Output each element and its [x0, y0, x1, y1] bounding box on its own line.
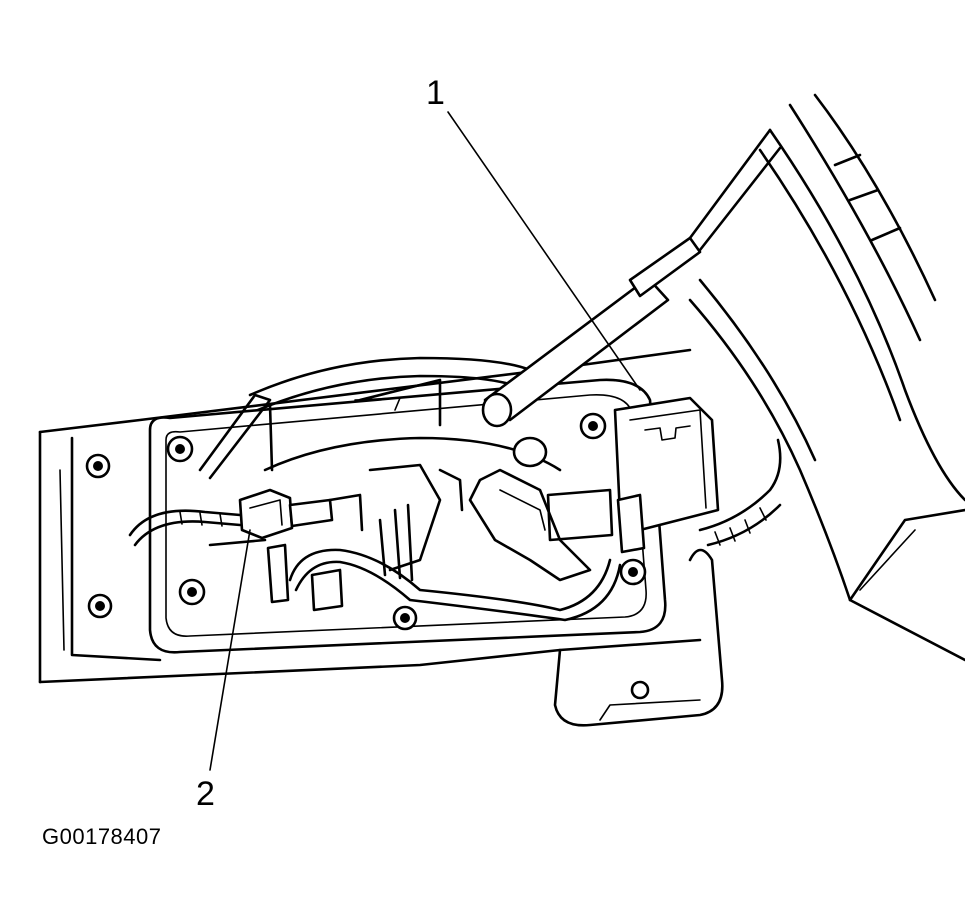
shift-mechanism — [368, 463, 614, 582]
bolt-icon — [166, 435, 194, 463]
wiring-harness-left — [128, 509, 622, 622]
shift-interlock-solenoid — [613, 396, 720, 554]
leader-line-2 — [209, 529, 251, 771]
leader-line-1 — [447, 111, 641, 391]
console-base-plate — [38, 348, 702, 684]
callout-label-1: 1 — [426, 74, 445, 112]
bolt-group — [85, 412, 647, 631]
bolt-icon — [178, 578, 206, 606]
wiring-harness-right — [698, 438, 782, 547]
bolt-icon — [85, 453, 111, 479]
mounting-bracket — [553, 548, 724, 727]
figure-id: G00178407 — [42, 824, 162, 849]
position-switch-connector — [208, 488, 364, 612]
shift-lever — [481, 128, 782, 468]
bolt-icon — [392, 605, 418, 631]
bolt-icon — [87, 593, 113, 619]
console-trim — [688, 93, 965, 662]
callout-label-2: 2 — [196, 775, 215, 813]
bolt-icon — [579, 412, 607, 440]
bolt-icon — [619, 558, 647, 586]
